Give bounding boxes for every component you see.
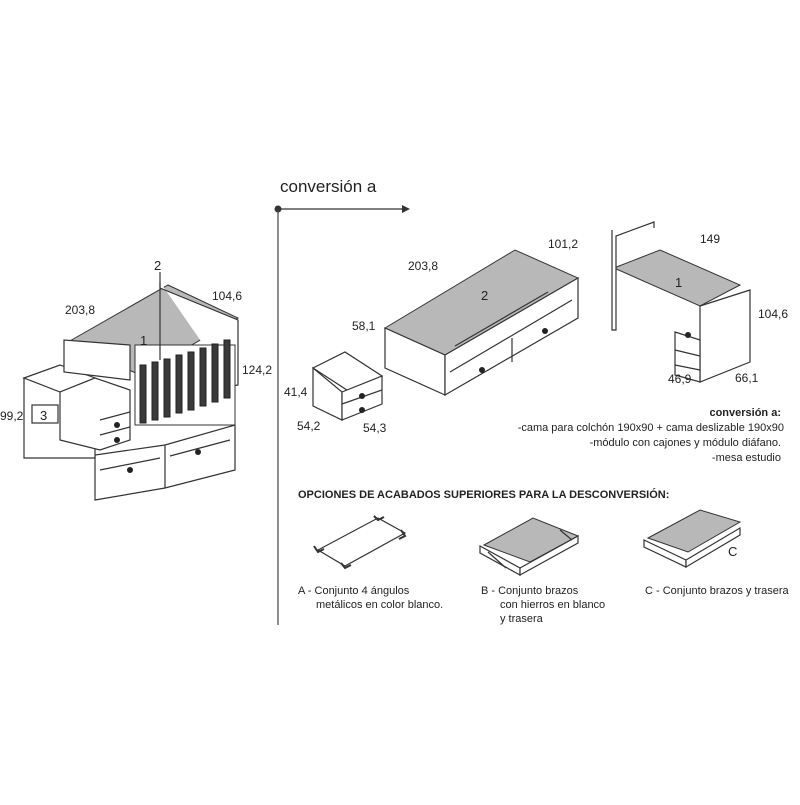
side-module-height-dim: 99,2 xyxy=(0,409,24,423)
option-c-drawing xyxy=(643,509,742,569)
crib-depth-dim: 104,6 xyxy=(212,289,242,303)
notes-heading: conversión a: xyxy=(709,407,781,419)
crib-ref-2: 2 xyxy=(154,258,161,273)
nightstand-width-dim: 54,2 xyxy=(297,419,321,433)
option-b-line-3: y trasera xyxy=(500,613,544,625)
desk-width-dim: 66,1 xyxy=(735,371,759,385)
option-b-drawing xyxy=(479,517,580,577)
desk-ref-1: 1 xyxy=(675,275,682,290)
bed-height-dim: 58,1 xyxy=(352,319,376,333)
bed-ref-2: 2 xyxy=(481,288,488,303)
crib-ref-1: 1 xyxy=(140,333,147,348)
bed-width-dim: 101,2 xyxy=(548,237,578,251)
bed-length-dim: 203,8 xyxy=(408,259,438,273)
desk-depth-dim: 46,9 xyxy=(668,372,692,386)
notes-line-2: -módulo con cajones y módulo diáfano. xyxy=(590,437,781,449)
nightstand-height-dim: 41,4 xyxy=(284,385,308,399)
option-b-line-2: con hierros en blanco xyxy=(500,599,605,611)
option-a-line-2: metálicos en color blanco. xyxy=(316,599,443,611)
conversion-title: conversión a xyxy=(280,177,377,196)
option-a-drawing xyxy=(313,515,407,570)
notes-line-1: -cama para colchón 190x90 + cama desliza… xyxy=(518,422,784,434)
desk-height-dim: 104,6 xyxy=(758,307,788,321)
nightstand-depth-dim: 54,3 xyxy=(363,421,387,435)
crib-length-dim: 203,8 xyxy=(65,303,95,317)
options-heading: OPCIONES DE ACABADOS SUPERIORES PARA LA … xyxy=(298,488,669,501)
option-a-line-1: A - Conjunto 4 ángulos xyxy=(298,585,410,597)
crib-height-dim: 124,2 xyxy=(242,363,272,377)
option-c-mark: C xyxy=(728,544,737,559)
flow-arrow xyxy=(274,205,410,625)
option-c-line-1: C - Conjunto brazos y trasera xyxy=(645,585,790,597)
crib-drawing xyxy=(22,272,240,501)
option-b-line-1: B - Conjunto brazos xyxy=(481,585,579,597)
bed-drawing xyxy=(383,249,580,397)
crib-ref-3: 3 xyxy=(40,408,47,423)
desk-drawing xyxy=(611,221,751,383)
nightstand-drawing xyxy=(311,351,384,421)
notes-line-3: -mesa estudio xyxy=(712,452,781,464)
desk-length-dim: 149 xyxy=(700,232,720,246)
